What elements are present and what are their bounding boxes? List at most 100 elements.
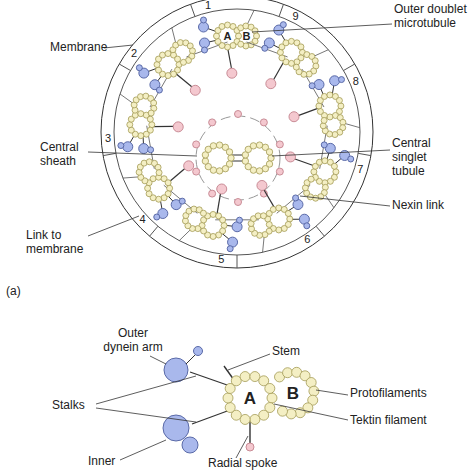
membrane bbox=[101, 0, 373, 268]
spoke-head bbox=[285, 152, 295, 162]
outer-dynein-arm bbox=[338, 77, 344, 83]
inner-dynein-arm bbox=[314, 80, 324, 90]
part-label: Link to membrane bbox=[26, 228, 90, 256]
outer-dynein-arm bbox=[280, 22, 286, 28]
tubule: B bbox=[272, 372, 314, 414]
leader-line bbox=[272, 150, 390, 156]
leader-line bbox=[274, 404, 348, 420]
membrane-link-divider bbox=[237, 255, 238, 268]
protofilament bbox=[156, 170, 162, 176]
protofilament bbox=[165, 73, 171, 79]
protofilament bbox=[216, 168, 222, 174]
tubule-letter: A bbox=[244, 390, 256, 407]
protofilament bbox=[225, 403, 235, 413]
spoke-head bbox=[184, 161, 194, 171]
leader-line bbox=[96, 408, 196, 422]
radial-spoke bbox=[175, 73, 192, 87]
protofilament bbox=[221, 222, 227, 228]
part-label: Outer dynein arm bbox=[100, 326, 166, 354]
outer-dynein-arm bbox=[164, 358, 188, 382]
leader-line bbox=[300, 196, 390, 206]
protofilament bbox=[167, 185, 173, 191]
leader-line bbox=[236, 436, 248, 458]
outer-dynein-arm bbox=[118, 143, 124, 149]
radial-spoke bbox=[264, 190, 275, 209]
callout-number: 1 bbox=[200, 0, 216, 12]
protofilament bbox=[308, 176, 314, 182]
cross-section bbox=[101, 0, 373, 268]
protofilament bbox=[201, 228, 207, 234]
leader-line bbox=[316, 390, 348, 395]
leader-line bbox=[252, 24, 392, 32]
inner-dynein-arm bbox=[202, 47, 208, 53]
protofilament bbox=[266, 149, 272, 155]
protofilament bbox=[285, 210, 291, 216]
protofilament bbox=[143, 131, 149, 137]
doublet-detail bbox=[163, 347, 319, 454]
outer-dynein-arm bbox=[330, 76, 340, 86]
protofilament bbox=[160, 52, 166, 58]
protofilament bbox=[242, 158, 248, 164]
leader-line bbox=[96, 376, 196, 404]
protofilament bbox=[333, 169, 339, 175]
tubule-lumen bbox=[221, 29, 235, 43]
inner-dynein-arm bbox=[139, 144, 149, 154]
outer-dynein-arm bbox=[201, 17, 207, 23]
outer-doublet bbox=[186, 10, 259, 78]
inner-dynein-arm bbox=[309, 83, 315, 89]
callout-number: 2 bbox=[126, 47, 142, 60]
protofilament bbox=[281, 225, 287, 231]
protofilament bbox=[283, 368, 293, 378]
protofilament bbox=[219, 23, 225, 29]
protofilament bbox=[216, 232, 222, 238]
protofilament bbox=[293, 64, 299, 70]
protofilament bbox=[214, 33, 220, 39]
protofilament bbox=[138, 133, 144, 139]
protofilament bbox=[145, 185, 151, 191]
dynein-stalk bbox=[186, 354, 196, 364]
spoke-head bbox=[190, 85, 200, 95]
tubule: A bbox=[228, 376, 272, 420]
callout-number: 6 bbox=[299, 233, 315, 246]
part-label: Stalks bbox=[52, 398, 102, 412]
leader-line bbox=[88, 152, 197, 156]
callout-number: 5 bbox=[213, 253, 229, 266]
callout-number: 4 bbox=[135, 213, 151, 226]
radial-spoke bbox=[299, 108, 319, 116]
protofilament bbox=[327, 178, 333, 184]
protofilament bbox=[210, 233, 216, 239]
inner-dynein-arm bbox=[262, 45, 268, 51]
protofilament bbox=[225, 44, 231, 50]
inner-dynein-arm bbox=[148, 147, 154, 153]
protofilament bbox=[240, 372, 250, 382]
part-label: Membrane bbox=[50, 40, 120, 54]
protofilament bbox=[288, 38, 294, 44]
protofilament bbox=[317, 108, 323, 114]
sheath-projection bbox=[260, 119, 267, 126]
radial-spoke bbox=[217, 194, 221, 215]
nexin-link bbox=[277, 185, 310, 213]
outer-dynein-arm bbox=[304, 223, 310, 229]
outer-dynein-arm bbox=[136, 65, 142, 71]
protofilament bbox=[150, 176, 156, 182]
tubule: B bbox=[237, 26, 257, 46]
protofilament bbox=[321, 93, 327, 99]
membrane-link-divider bbox=[190, 4, 194, 16]
part-label: Nexin link bbox=[392, 198, 472, 212]
radial-spoke bbox=[249, 421, 250, 443]
part-label: Outer doublet microtubule bbox=[394, 2, 470, 30]
protofilament bbox=[220, 217, 226, 223]
protofilament bbox=[128, 127, 134, 133]
sheath-projection bbox=[193, 168, 200, 175]
protofilament bbox=[210, 143, 216, 149]
protofilament bbox=[230, 43, 236, 49]
spoke-head bbox=[173, 122, 183, 132]
sheath-projection bbox=[235, 199, 242, 206]
tubule-lumen bbox=[241, 30, 253, 42]
tubule-letter: B bbox=[287, 385, 299, 402]
dynein-stalk bbox=[190, 372, 230, 386]
membrane-link-divider bbox=[279, 4, 283, 16]
outer-dynein-arm bbox=[154, 214, 160, 220]
leader-line bbox=[150, 356, 166, 364]
part-label: Stem bbox=[272, 344, 322, 358]
